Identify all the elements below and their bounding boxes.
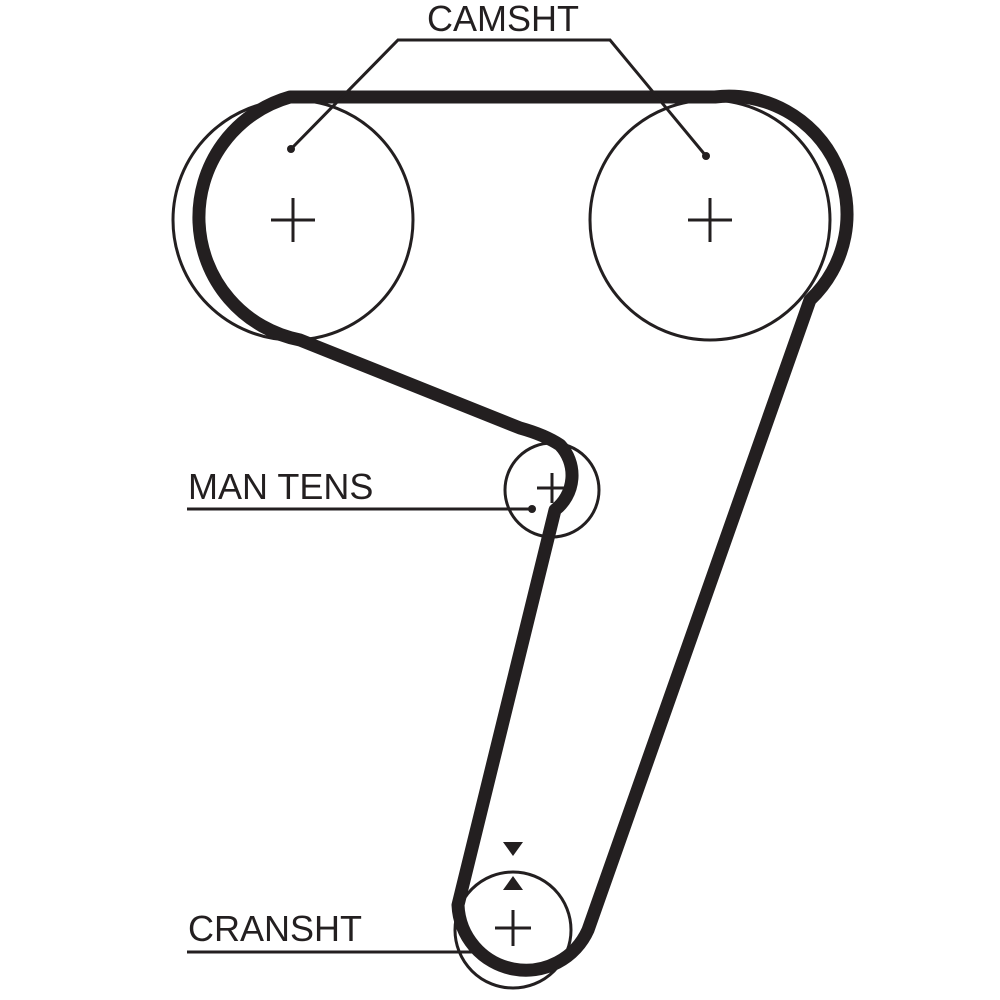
- tensioner-label: MAN TENS: [188, 466, 373, 507]
- camshaft-label: CAMSHT: [427, 0, 579, 39]
- leader-dot: [702, 152, 710, 160]
- timing-belt: [192, 89, 854, 977]
- leader-dot: [287, 145, 295, 153]
- plus-icon: [271, 198, 315, 242]
- plus-icon: [495, 910, 531, 946]
- timing-mark-down-icon: [503, 842, 523, 856]
- crankshaft-label: CRANSHT: [188, 908, 362, 949]
- camshaft-leader-line: [289, 38, 708, 157]
- plus-icon: [537, 473, 567, 503]
- crankshaft-pulley: [453, 870, 573, 990]
- timing-mark-up-icon: [503, 876, 523, 890]
- plus-icon: [688, 198, 732, 242]
